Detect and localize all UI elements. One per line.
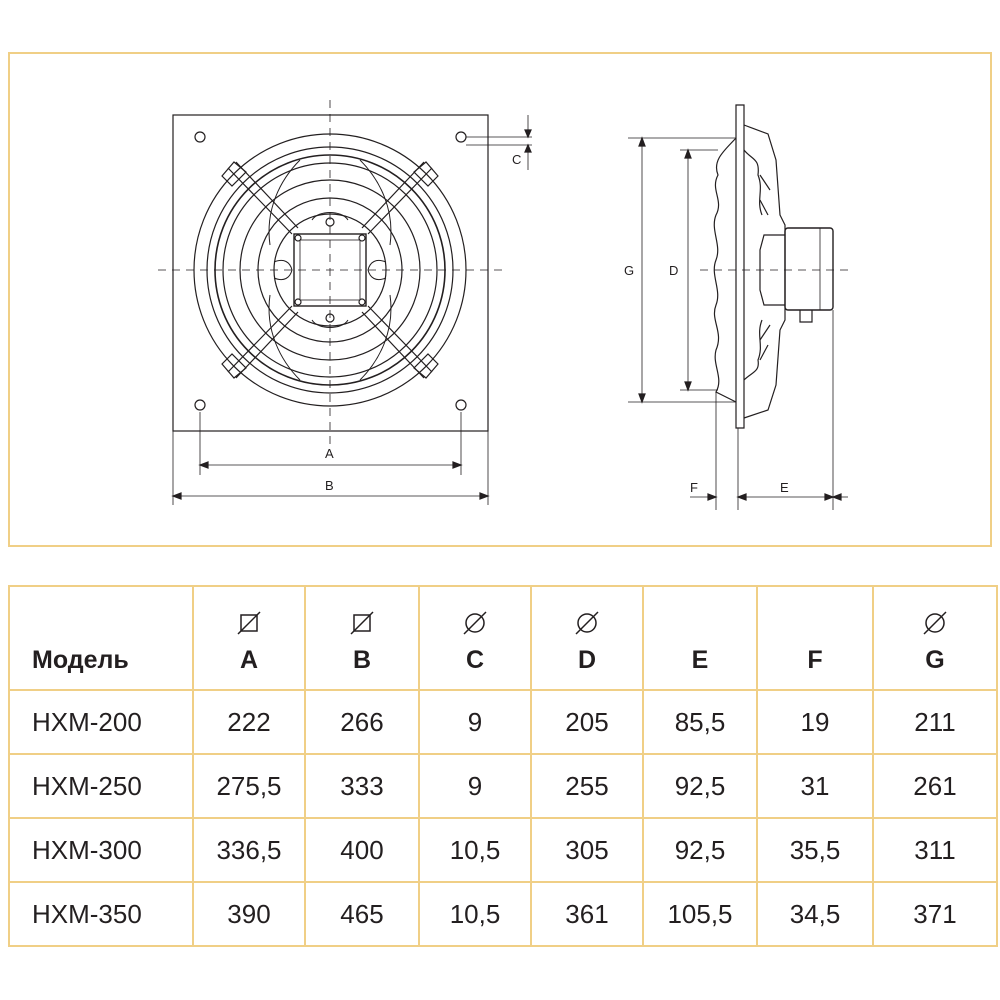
header-spacer: [10, 610, 192, 640]
value-cell: 390: [192, 881, 306, 947]
mounting-hole: [455, 399, 467, 411]
header-label: Модель: [32, 646, 129, 674]
header-col-4: D: [530, 585, 644, 691]
housing-ring-outer: [193, 133, 467, 407]
dim-label-c: C: [512, 152, 521, 167]
value-cell: 361: [530, 881, 644, 947]
value-cell: 105,5: [642, 881, 758, 947]
header-label: C: [465, 646, 485, 674]
model-cell: HXM-250: [8, 753, 194, 819]
dim-label-e: E: [780, 480, 789, 495]
motor-casing: [784, 227, 834, 311]
value-cell: 31: [756, 753, 874, 819]
value-cell: 336,5: [192, 817, 306, 883]
value-cell: 19: [756, 689, 874, 755]
value-cell: 255: [530, 753, 644, 819]
value-cell: 275,5: [192, 753, 306, 819]
value-cell: 10,5: [418, 817, 532, 883]
value-cell: 9: [418, 689, 532, 755]
fan-blades: [268, 159, 392, 381]
value-cell: 34,5: [756, 881, 874, 947]
mounting-plate: [172, 114, 489, 432]
dim-label-g: G: [624, 263, 634, 278]
fan-technical-drawing: C A B G D F E: [158, 100, 850, 510]
header-spacer: [644, 610, 756, 640]
value-cell: 92,5: [642, 817, 758, 883]
header-label: B: [352, 646, 372, 674]
value-cell: 35,5: [756, 817, 874, 883]
technical-drawing-frame: C A B G D F E: [8, 52, 992, 547]
value-cell: 211: [872, 689, 998, 755]
value-cell: 261: [872, 753, 998, 819]
value-cell: 205: [530, 689, 644, 755]
header-label: E: [691, 646, 709, 674]
value-cell: 311: [872, 817, 998, 883]
header-model: Модель: [8, 585, 194, 691]
dim-label-f: F: [690, 480, 698, 495]
header-col-7: G: [872, 585, 998, 691]
value-cell: 85,5: [642, 689, 758, 755]
header-label: F: [807, 646, 823, 674]
dim-label-a: A: [325, 446, 334, 461]
header-col-6: F: [756, 585, 874, 691]
header-label: G: [925, 646, 945, 674]
front-view: [158, 100, 532, 505]
header-col-1: A: [192, 585, 306, 691]
value-cell: 465: [304, 881, 420, 947]
mounting-hole: [455, 131, 467, 143]
header-col-3: C: [418, 585, 532, 691]
header-label: D: [577, 646, 597, 674]
header-spacer: [758, 610, 872, 640]
value-cell: 92,5: [642, 753, 758, 819]
square-dimension-icon: [306, 610, 418, 640]
square-dimension-icon: [194, 610, 304, 640]
dim-label-b: B: [325, 478, 334, 493]
value-cell: 333: [304, 753, 420, 819]
motor-plate: [293, 233, 367, 307]
value-cell: 400: [304, 817, 420, 883]
table-header-row: Модель A B C D E F G: [8, 585, 998, 691]
mounting-hole: [194, 131, 206, 143]
value-cell: 10,5: [418, 881, 532, 947]
value-cell: 9: [418, 753, 532, 819]
diameter-icon: [874, 610, 996, 640]
side-flange: [735, 104, 745, 429]
model-cell: HXM-350: [8, 881, 194, 947]
side-view: [628, 104, 850, 510]
diameter-icon: [420, 610, 530, 640]
guard-struts: [221, 161, 439, 379]
value-cell: 305: [530, 817, 644, 883]
value-cell: 266: [304, 689, 420, 755]
header-col-5: E: [642, 585, 758, 691]
header-label: A: [239, 646, 259, 674]
housing-profile: [713, 137, 737, 403]
value-cell: 222: [192, 689, 306, 755]
model-cell: HXM-200: [8, 689, 194, 755]
value-cell: 371: [872, 881, 998, 947]
mounting-hole: [194, 399, 206, 411]
model-cell: HXM-300: [8, 817, 194, 883]
header-col-2: B: [304, 585, 420, 691]
dim-label-d: D: [669, 263, 678, 278]
diameter-icon: [532, 610, 642, 640]
